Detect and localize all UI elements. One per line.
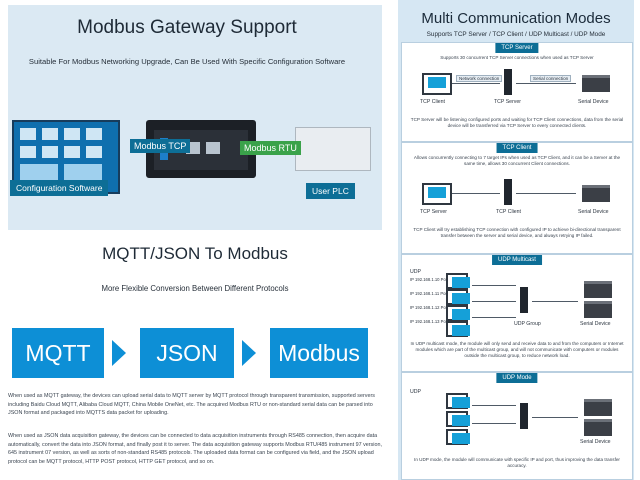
software-screen-image [12,120,120,194]
gateway-tower-icon [504,69,512,95]
udp-mode-header: UDP Mode [496,373,538,383]
tcp-server-description: TCP Server will be listening configured … [410,117,624,128]
serial-device-label: Serial Device [578,99,609,105]
mqtt-box: MQTT [12,328,104,378]
udp-multicast-description: In UDP multicast mode, the module will o… [410,341,624,358]
gateway-tower-icon [504,179,512,205]
serial-connection-label: Serial connection [530,75,572,82]
arrow-right-icon [112,340,126,366]
tcp-client-note: Allows concurrently connecting to 7 targ… [413,155,621,166]
computer-icon [446,305,470,321]
serial-device-icon [584,399,612,416]
udp-label: UDP [410,389,421,395]
json-paragraph: When used as JSON data acquisition gatew… [8,433,382,465]
serial-device-label: Serial Device [580,439,611,445]
serial-line [532,417,578,418]
tcp-client-section: TCP Client Allows concurrently connectin… [401,142,633,254]
modbus-tcp-tag: Modbus TCP [130,139,191,153]
plc-device-image [295,127,371,171]
network-line [472,317,516,318]
serial-device-icon [584,301,612,318]
serial-device-icon [584,419,612,436]
computer-icon [446,393,470,409]
tcp-server-section: TCP Server Supports 30 concurrent TCP Se… [401,42,633,142]
network-line [452,193,500,194]
computer-icon [446,429,470,445]
computer-icon [446,321,470,337]
serial-device-label: Serial Device [580,321,611,327]
tcp-server-label: TCP Server [420,209,448,215]
tcp-client-label: TCP Client [496,209,521,215]
modes-title: Multi Communication Modes [421,10,611,27]
gateway-title: Modbus Gateway Support [77,17,297,38]
network-line [472,285,516,286]
serial-line [516,83,576,84]
modbus-rtu-tag: Modbus RTU [240,141,301,155]
gateway-subtitle: Suitable For Modbus Networking Upgrade, … [28,57,346,66]
mqtt-title: MQTT/JSON To Modbus [102,244,288,263]
tcp-server-label: TCP Server [494,99,522,105]
ip-row: IP 192.168.1.11 Port: 40 [410,291,456,296]
gateway-tower-icon [520,287,528,313]
tcp-client-header: TCP Client [496,143,538,153]
computer-icon [446,289,470,305]
arrow-right-icon [242,340,256,366]
network-line [472,405,516,406]
udp-label: UDP [410,269,421,275]
serial-device-label: Serial Device [578,209,609,215]
ip-row: IP 192.168.1.13 Port: 40 [410,319,456,324]
computer-icon [422,73,452,95]
network-connection-label: Network connection [456,75,503,82]
udp-mode-description: In UDP mode, the module will communicate… [414,457,620,468]
software-grid-icon [20,128,102,182]
serial-device-icon [582,75,610,92]
serial-line [516,193,576,194]
serial-line [532,301,578,302]
serial-device-icon [582,185,610,202]
modbus-box: Modbus [270,328,368,378]
user-plc-label: User PLC [306,183,355,199]
computer-icon [446,411,470,427]
network-line [472,301,516,302]
tcp-client-label: TCP Client [420,99,445,105]
modes-subtitle: Supports TCP Server / TCP Client / UDP M… [426,31,606,38]
udp-mode-section: UDP Mode UDP Serial Device In UDP mode, … [401,372,633,480]
udp-multicast-header: UDP Multicast [492,255,542,265]
tcp-server-header: TCP Server [495,43,539,53]
udp-group-label: UDP Group [514,321,541,327]
computer-icon [422,183,452,205]
udp-multicast-section: UDP Multicast UDP IP 192.168.1.10 Port: … [401,254,633,372]
tcp-client-description: TCP Client will try establishing TCP con… [413,227,621,238]
computer-icon [446,273,470,289]
mqtt-subtitle: More Flexible Conversion Between Differe… [101,284,289,293]
network-line [472,423,516,424]
network-line [452,83,500,84]
gateway-tower-icon [520,403,528,429]
configuration-software-label: Configuration Software [10,180,109,196]
serial-device-icon [584,281,612,298]
json-box: JSON [140,328,234,378]
ip-row: IP 192.168.1.10 Port: 40 [410,277,456,282]
mqtt-paragraph: When used as MQTT gateway, the devices c… [8,393,375,417]
tcp-server-note: Supports 30 concurrent TCP Server connec… [440,55,594,60]
ip-row: IP 192.168.1.12 Port: 40 [410,305,456,310]
